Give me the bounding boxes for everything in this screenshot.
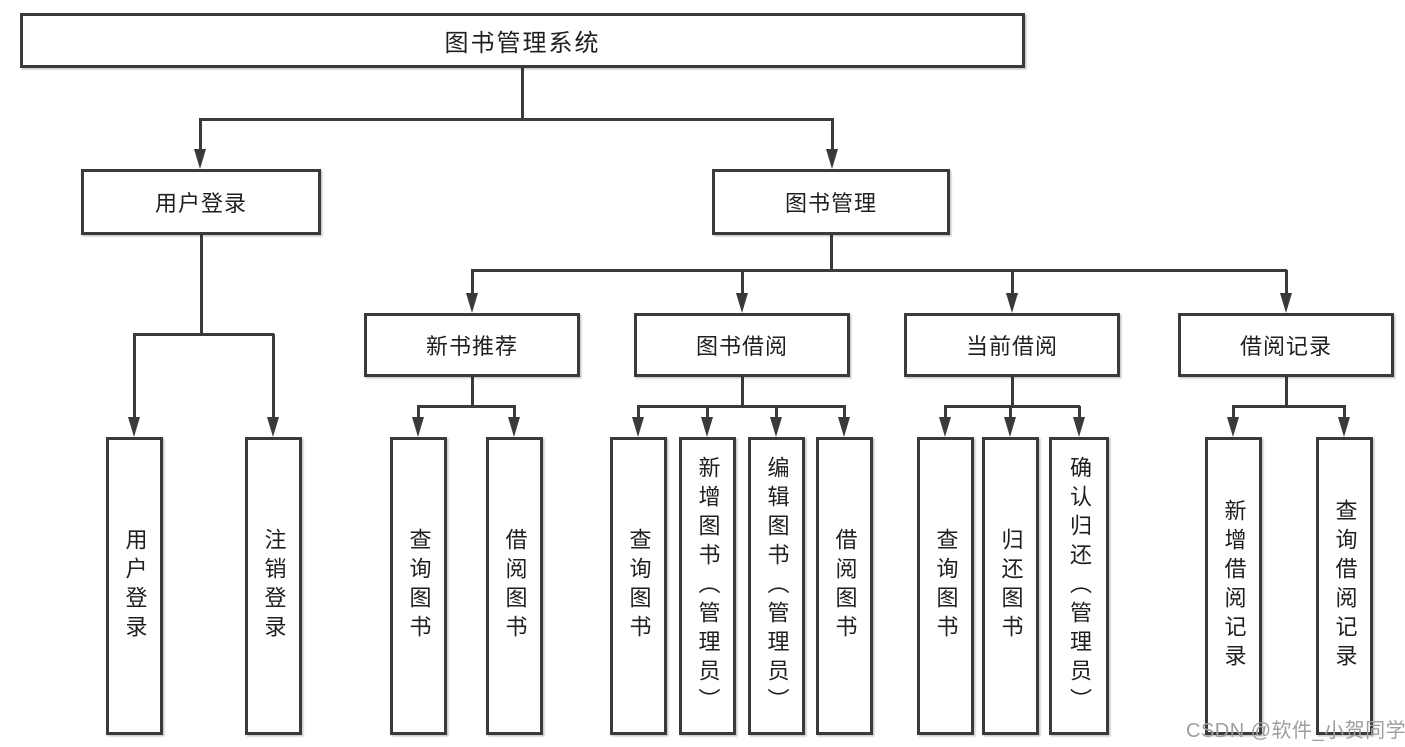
connector-arrowhead-down (632, 417, 644, 437)
connector-line (741, 270, 744, 296)
leaf-logout: 注销登录 (245, 437, 302, 735)
connector-line (1285, 377, 1288, 407)
connector-arrowhead-down (826, 149, 838, 169)
node-label: 用户登录 (154, 191, 247, 216)
node-new-book-recommend: 新书推荐 (364, 313, 580, 377)
connector-arrowhead-down (508, 417, 520, 437)
node-label: 新增图书（管理员） (695, 455, 721, 717)
connector-line (830, 235, 833, 271)
leaf-confirm-return-admin: 确认归还（管理员） (1049, 437, 1109, 735)
node-label: 查询图书 (933, 528, 959, 644)
connector-arrowhead-down (1072, 417, 1085, 437)
connector-line (831, 118, 834, 152)
node-label: 编辑图书（管理员） (764, 455, 790, 717)
connector-line (843, 406, 846, 419)
node-label: 查询图书 (626, 528, 652, 644)
connector-line (417, 406, 420, 419)
node-label: 用户登录 (122, 528, 148, 644)
node-book-borrowing: 图书借阅 (634, 313, 850, 377)
connector-line (944, 406, 947, 419)
node-book-management: 图书管理 (712, 169, 950, 235)
node-label: 借阅记录 (1239, 334, 1332, 359)
connector-arrowhead-down (1004, 417, 1016, 437)
connector-arrowhead-down (1005, 293, 1018, 313)
node-label: 新书推荐 (425, 334, 518, 359)
connector-line (1232, 406, 1235, 419)
node-label: 归还图书 (998, 528, 1024, 644)
node-label: 图书借阅 (695, 334, 788, 359)
leaf-user-login: 用户登录 (106, 437, 163, 735)
connector-line (133, 333, 274, 336)
connector-line (1011, 377, 1014, 407)
leaf-add-book-admin: 新增图书（管理员） (679, 437, 736, 735)
node-label: 查询图书 (406, 528, 432, 644)
connector-line (1009, 406, 1012, 419)
leaf-add-borrow-record: 新增借阅记录 (1205, 437, 1262, 735)
connector-line (1343, 406, 1346, 419)
connector-line (471, 270, 474, 296)
connector-line (272, 334, 275, 420)
connector-line (706, 406, 709, 419)
node-label: 图书管理 (784, 191, 877, 216)
leaf-query-books-borrowing: 查询图书 (610, 437, 667, 735)
connector-arrowhead-down (412, 417, 424, 437)
node-label: 注销登录 (261, 528, 287, 644)
connector-line (199, 118, 202, 152)
leaf-borrow-books-recommend: 借阅图书 (486, 437, 543, 735)
node-borrowing-records: 借阅记录 (1178, 313, 1394, 377)
node-label: 图书管理系统 (444, 30, 601, 57)
leaf-edit-book-admin: 编辑图书（管理员） (748, 437, 805, 735)
connector-line (521, 68, 524, 120)
node-root-system: 图书管理系统 (20, 13, 1025, 68)
node-label: 查询借阅记录 (1332, 499, 1358, 673)
connector-arrowhead-down (701, 417, 713, 437)
watermark: CSDN @软件_小贺同学 (1186, 720, 1405, 742)
connector-line (199, 118, 833, 121)
node-label: 借阅图书 (832, 528, 858, 644)
connector-line (417, 405, 516, 408)
connector-line (471, 269, 1287, 272)
connector-arrowhead-down (939, 417, 951, 437)
connector-line (1285, 270, 1288, 296)
leaf-query-books-current: 查询图书 (917, 437, 974, 735)
connector-arrowhead-down (267, 417, 279, 437)
leaf-query-borrow-record: 查询借阅记录 (1316, 437, 1373, 735)
connector-line (944, 405, 1080, 408)
leaf-return-book: 归还图书 (982, 437, 1039, 735)
connector-arrowhead-down (465, 293, 478, 313)
connector-line (133, 334, 136, 420)
connector-arrowhead-down (838, 417, 850, 437)
connector-line (513, 406, 516, 419)
connector-arrowhead-down (1338, 417, 1350, 437)
connector-arrowhead-down (194, 149, 206, 169)
connector-arrowhead-down (128, 417, 140, 437)
leaf-query-books-recommend: 查询图书 (390, 437, 447, 735)
connector-line (1232, 405, 1346, 408)
connector-arrowhead-down (770, 417, 782, 437)
connector-line (637, 406, 640, 419)
connector-line (637, 405, 846, 408)
node-label: 确认归还（管理员） (1067, 455, 1092, 717)
node-current-borrowing: 当前借阅 (904, 313, 1120, 377)
node-user-login: 用户登录 (81, 169, 321, 235)
node-label: 借阅图书 (502, 528, 528, 644)
connector-line (200, 235, 203, 335)
node-label: 新增借阅记录 (1221, 499, 1247, 673)
connector-arrowhead-down (1227, 417, 1239, 437)
connector-arrowhead-down (1279, 293, 1292, 313)
connector-line (471, 377, 474, 407)
connector-line (741, 377, 744, 407)
node-label: 当前借阅 (965, 334, 1058, 359)
leaf-borrow-books-borrowing: 借阅图书 (816, 437, 873, 735)
connector-arrowhead-down (735, 293, 748, 313)
connector-line (1011, 270, 1014, 296)
connector-line (775, 406, 778, 419)
connector-line (1078, 406, 1081, 419)
